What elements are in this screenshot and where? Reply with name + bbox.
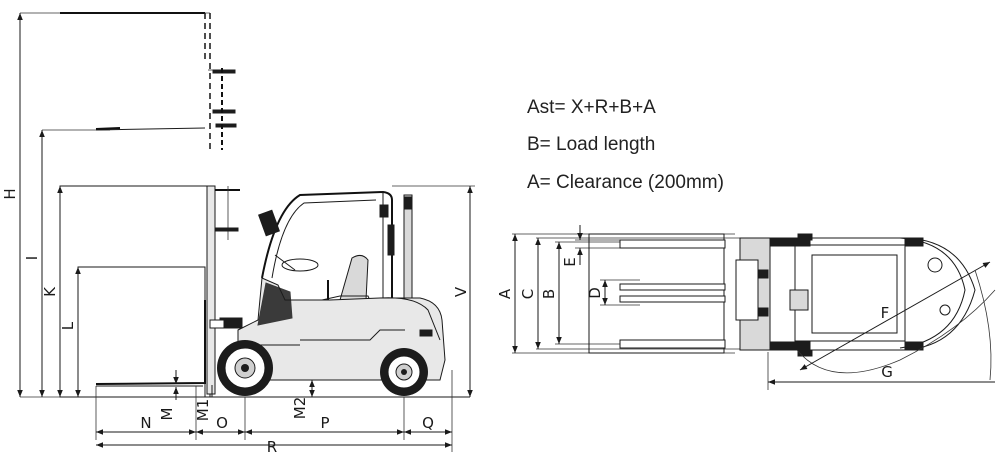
dim-f-line [799, 261, 991, 371]
rear-wheel [380, 348, 428, 396]
top-load [588, 233, 725, 354]
top-fork-lower [619, 339, 726, 349]
operator-area [258, 209, 373, 306]
label-a: A [496, 288, 514, 299]
fork [95, 300, 206, 385]
label-i: I [23, 256, 41, 260]
raised-fork [95, 127, 206, 131]
label-c: C [519, 289, 537, 299]
legend-load-length: B= Load length [527, 134, 656, 155]
label-m1: M1 [194, 399, 212, 422]
label-g: G [881, 363, 893, 381]
label-m: M [158, 408, 176, 421]
label-b: B [540, 289, 558, 299]
legend-clearance: A= Clearance (200mm) [527, 172, 724, 193]
label-n: N [140, 414, 151, 432]
mast [206, 185, 216, 395]
load-box-l [77, 266, 206, 398]
top-view: A C B D E F G [496, 225, 996, 390]
side-view: H I K L V N M M1 O M2 P Q R [1, 12, 475, 452]
top-fork-mid2 [619, 295, 726, 303]
label-p: P [320, 414, 329, 432]
label-r: R [267, 438, 277, 452]
top-fork-mid1 [619, 283, 726, 291]
label-l: L [59, 321, 77, 330]
turning-arc [796, 289, 996, 374]
label-e: E [561, 257, 579, 266]
raised-mast-dashed [204, 13, 211, 150]
raised-carriage [208, 68, 237, 150]
label-v: V [452, 286, 470, 297]
label-d: D [586, 287, 604, 299]
label-f: F [881, 304, 890, 322]
label-q: Q [422, 414, 434, 432]
bottom-dimensions [95, 370, 453, 452]
load-box-k [59, 185, 211, 398]
label-h: H [1, 188, 19, 199]
legend-formula: Ast= X+R+B+A [527, 97, 656, 118]
front-wheel [217, 340, 273, 396]
top-fork-upper [619, 239, 726, 249]
label-m2: M2 [291, 397, 309, 420]
raised-fork-tip [95, 127, 121, 130]
label-o: O [216, 414, 228, 432]
label-k: K [41, 286, 59, 297]
